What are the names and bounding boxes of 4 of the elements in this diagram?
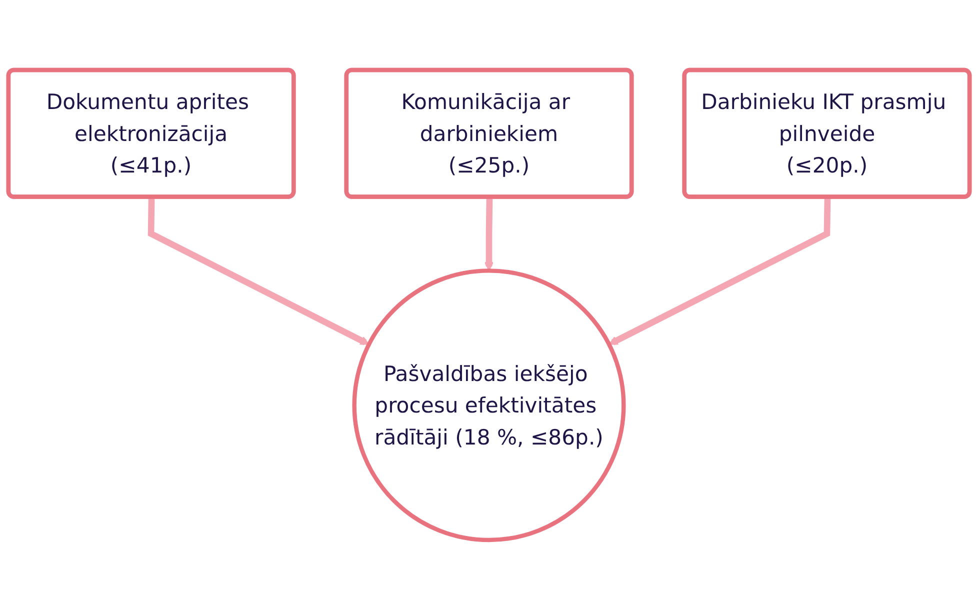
arrow (148, 197, 370, 346)
arrow (608, 197, 831, 346)
arrow (484, 197, 494, 272)
node-circle: Pašvaldības iekšējo procesu efektivitātes rādītāji (18 %, ≤86p.) (352, 268, 626, 542)
